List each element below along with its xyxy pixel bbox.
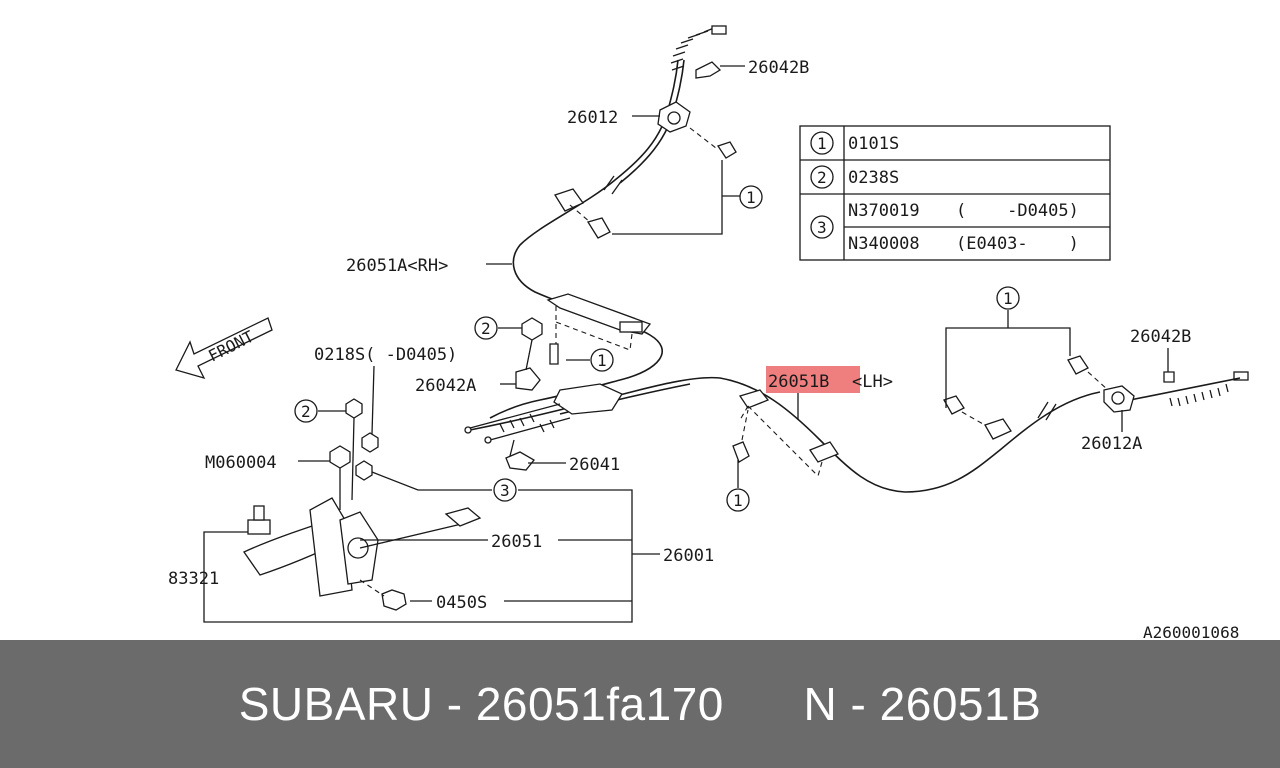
cable-end-right xyxy=(1233,371,1249,381)
legend-row-1: 1 0101S xyxy=(810,131,899,155)
label-0218S: 0218S( -D0405) xyxy=(314,345,457,365)
svg-text:1: 1 xyxy=(1003,289,1013,308)
svg-text:1: 1 xyxy=(746,188,756,207)
leader-lines xyxy=(203,65,1169,623)
svg-text:1: 1 xyxy=(733,491,743,510)
label-LH: <LH> xyxy=(852,372,893,392)
label-26012A: 26012A xyxy=(1081,434,1142,454)
brand-name: SUBARU xyxy=(238,678,434,730)
parts-diagram: FRONT 26042B 26012 26051A<RH> 0218S( -D0… xyxy=(168,25,1249,640)
svg-text:2: 2 xyxy=(301,402,311,421)
cable-clamp-26051 xyxy=(444,507,482,527)
label-26051B: 26051B xyxy=(768,372,829,392)
front-arrow: FRONT xyxy=(175,317,273,380)
label-26042A: 26042A xyxy=(415,376,476,396)
banner-text: SUBARU - 26051fa170 N - 26051B xyxy=(238,678,1042,730)
legend-code: N340008 xyxy=(848,234,920,254)
bolt-0450S xyxy=(381,589,407,611)
label-reference: A260001068 xyxy=(1143,623,1239,640)
legend-code: 0101S xyxy=(848,134,899,154)
svg-text:2: 2 xyxy=(817,168,827,187)
front-label: FRONT xyxy=(205,327,257,366)
bolt-right-a xyxy=(1067,355,1089,375)
nut-3 xyxy=(355,460,373,481)
bolt-mid-rh xyxy=(586,217,611,239)
label-0450S: 0450S xyxy=(436,593,487,613)
legend-row-2: 2 0238S xyxy=(810,165,899,189)
bolt-M060004 xyxy=(329,445,351,469)
label-26042B-right: 26042B xyxy=(1130,327,1191,347)
clip-26042B-top xyxy=(695,61,722,79)
label-26051A: 26051A<RH> xyxy=(346,256,448,276)
callout-1-c: 1 xyxy=(726,488,750,512)
switch-83321 xyxy=(247,519,271,535)
clip-26041 xyxy=(505,451,535,471)
clip-26042A xyxy=(515,367,541,391)
label-83321: 83321 xyxy=(168,569,219,589)
nut-left xyxy=(345,398,363,419)
cable-coil-right xyxy=(1169,383,1229,407)
diagram-canvas: FRONT 26042B 26012 26051A<RH> 0218S( -D0… xyxy=(168,25,1249,640)
label-26001: 26001 xyxy=(663,546,714,566)
callout-1-d: 1 xyxy=(996,286,1020,310)
nut-0218S xyxy=(361,432,379,453)
callout-2-a: 2 xyxy=(474,316,498,340)
svg-text:1: 1 xyxy=(817,134,827,153)
bracket-lh-mid xyxy=(738,389,770,409)
legend-range: ( -D0405) xyxy=(956,201,1079,221)
part-number: 26051fa170 xyxy=(475,678,724,730)
nut-mid xyxy=(521,317,543,341)
cable-end-top xyxy=(711,25,727,35)
svg-text:3: 3 xyxy=(817,218,827,237)
label-26041: 26041 xyxy=(569,455,620,475)
label-26051: 26051 xyxy=(491,532,542,552)
equalizer xyxy=(553,383,623,415)
label-26012: 26012 xyxy=(567,108,618,128)
ref-code: 26051B xyxy=(879,678,1042,730)
legend-code: N370019 xyxy=(848,201,920,221)
bolt-right-b xyxy=(943,395,965,415)
bracket-mid-rh xyxy=(554,188,584,212)
part-number-banner: SUBARU - 26051fa170 N - 26051B xyxy=(0,640,1280,768)
svg-text:2: 2 xyxy=(481,319,491,338)
label-26042B-top: 26042B xyxy=(748,58,809,78)
callout-1-a: 1 xyxy=(739,185,763,209)
bolt-lh-lower xyxy=(732,441,750,463)
callout-3: 3 xyxy=(493,478,517,502)
clip-26042B-right xyxy=(1163,371,1175,383)
label-M060004: M060004 xyxy=(205,453,277,473)
legend-range: (E0403- ) xyxy=(956,234,1079,254)
legend-table: 1 0101S 2 0238S 3 N370019 ( -D0405) N340… xyxy=(799,125,1111,261)
cable-coil-top xyxy=(670,27,715,71)
bolt-top xyxy=(716,141,737,159)
bracket-lh-right xyxy=(809,441,839,463)
callout-1-b: 1 xyxy=(590,348,614,372)
highlight-26051B xyxy=(766,366,860,393)
bracket-lh-far xyxy=(984,418,1012,440)
legend-code: 0238S xyxy=(848,168,899,188)
legend-row-4: N340008 (E0403- ) xyxy=(848,234,1079,254)
bolt-center xyxy=(549,343,559,365)
svg-text:1: 1 xyxy=(597,351,607,370)
legend-row-3: 3 N370019 ( -D0405) xyxy=(810,201,1079,239)
ref-prefix: N xyxy=(803,678,838,730)
callout-2-b: 2 xyxy=(294,399,318,423)
svg-text:3: 3 xyxy=(500,481,510,500)
